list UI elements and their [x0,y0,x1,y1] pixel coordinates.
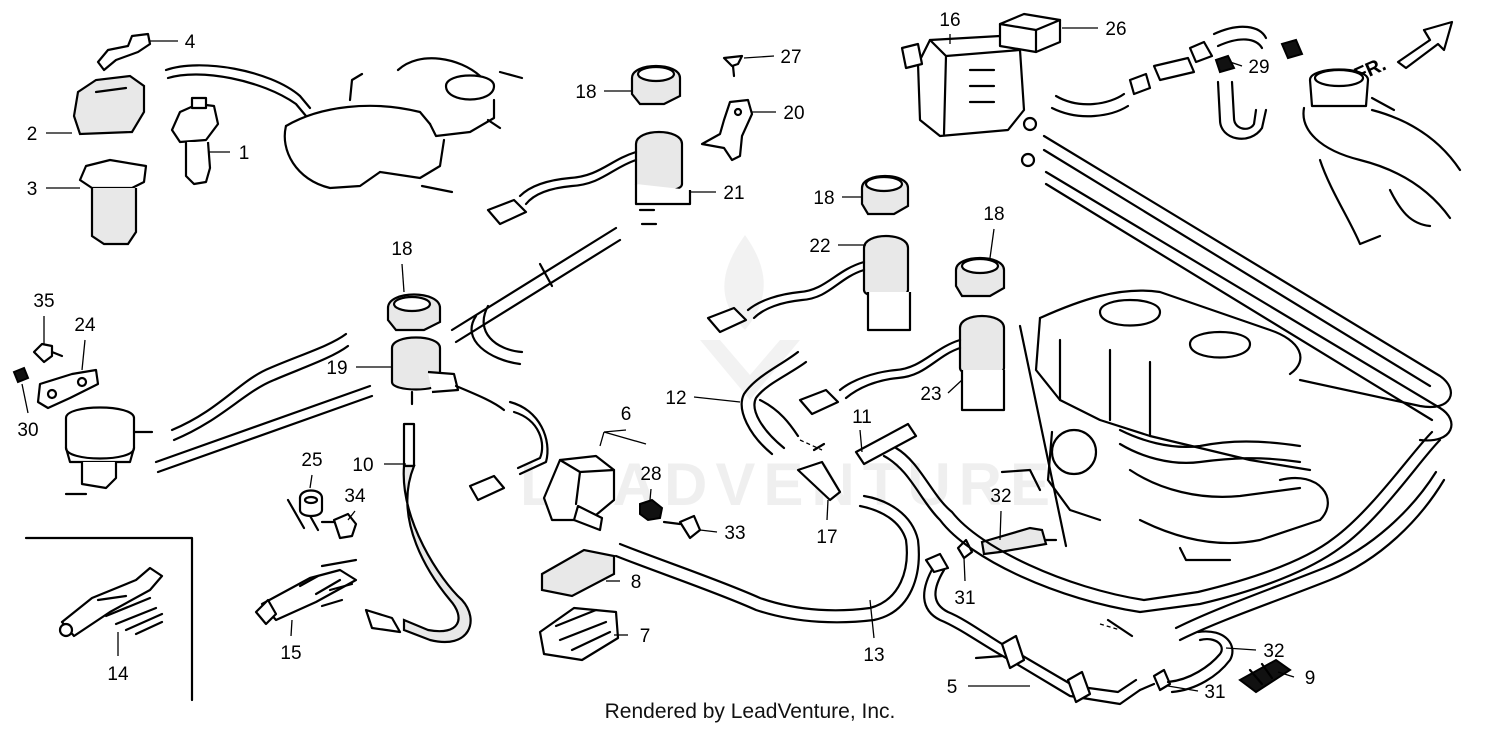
part-32-hose-lower [1106,618,1234,694]
callout-leaders [21,27,1295,692]
callout-c22: 22 [809,236,830,257]
part-28-nut [639,498,664,522]
callout-c10: 10 [352,455,373,476]
part-8-filter [540,548,616,598]
callout-c31b: 31 [1204,682,1225,703]
callout-c9: 9 [1305,668,1316,689]
hose-center-upper [450,226,622,366]
callout-c8: 8 [631,572,642,593]
callout-c12: 12 [665,388,686,409]
callout-c14: 14 [107,664,129,685]
pressure-regulator [64,406,154,496]
part-6-vacuum-tank [542,429,647,532]
hose-left-long [154,332,374,474]
part-25-washer [298,489,324,518]
callout-c18b: 18 [813,188,834,209]
inset-border [24,536,194,702]
hose-upper-right [1050,25,1268,118]
part-9-hose [1238,658,1292,694]
assembly-arrows [799,439,1121,631]
callout-c2: 2 [27,124,38,145]
callout-c28: 28 [640,464,661,485]
intake-chamber [164,57,524,194]
part-35-bolt [32,342,64,364]
callout-c17: 17 [816,527,837,548]
part-18-clamp-c [386,293,442,332]
callout-c19: 19 [326,358,347,379]
hose-loop-lower [882,430,1446,642]
callout-c32a: 32 [990,486,1011,507]
callout-c26: 26 [1105,19,1126,40]
callout-c7: 7 [640,626,651,647]
part-34-bolt [320,512,358,540]
callout-c27: 27 [780,47,801,68]
part-19-valve [390,336,506,412]
callout-c24: 24 [74,315,96,336]
callout-c3: 3 [27,179,38,200]
part-29-hose [1214,38,1304,140]
callout-c31a: 31 [954,588,975,609]
callout-c21: 21 [723,183,744,204]
part-1-sensor [170,96,220,186]
callout-labels: 1234567891011121314151617181818181920212… [17,10,1315,703]
callout-c18d: 18 [983,204,1004,225]
part-3-gasket-housing [78,158,148,246]
part-18-clamp-b [860,175,910,216]
part-22-solenoid [706,235,912,334]
callout-c20: 20 [783,103,804,124]
part-26-block [998,12,1062,54]
part-5-pipe [923,552,1156,706]
part-15-manifold [254,496,358,626]
part-31-clip-lower [1152,668,1172,692]
callout-c23: 23 [920,384,941,405]
part-27-screw [722,54,744,78]
engine-block [1000,289,1329,562]
part-12-hose [740,350,808,456]
callout-c29: 29 [1248,57,1269,78]
part-4-bracket [96,32,152,72]
part-18-clamp-d [954,257,1006,298]
callout-c18c: 18 [391,239,412,260]
part-21-solenoid [486,131,692,226]
part-24-bracket [36,368,100,410]
part-11-joint [854,422,918,466]
part-14-manifold-inset [58,566,164,638]
callout-c34: 34 [344,486,366,507]
callout-c6: 6 [621,404,632,425]
callout-c15: 15 [280,643,301,664]
callout-c30: 30 [17,420,38,441]
part-30-screw [12,366,30,384]
clips-upper [1020,116,1038,168]
callout-c13: 13 [863,645,884,666]
part-18-clamp-a [630,65,682,106]
callout-c18a: 18 [575,82,596,103]
callout-c4: 4 [185,32,196,53]
throttle-body-upper [1302,68,1462,246]
part-2-cover [72,74,146,136]
wire-harness-19 [468,400,549,502]
part-32-hose-upper [980,526,1058,556]
callout-c33: 33 [724,523,745,544]
part-7-filter-case [538,606,620,662]
part-16-control-box [900,34,1026,138]
part-33-bolt [662,514,702,540]
callout-c35: 35 [33,291,54,312]
part-23-solenoid [798,315,1006,416]
callout-c32b: 32 [1263,641,1284,662]
part-13-hose [614,494,920,624]
part-10-hose [364,422,472,643]
callout-c16: 16 [939,10,960,31]
watermark: LEADVENTURE [520,235,1050,518]
long-hoses-right [1042,134,1453,442]
callout-c1: 1 [239,143,250,164]
callout-c5: 5 [947,677,958,698]
footer-credit: Rendered by LeadVenture, Inc. [604,700,896,723]
callout-c25: 25 [301,450,322,471]
callout-c11: 11 [852,407,872,428]
part-20-bracket [700,98,754,162]
part-17-tee [796,442,842,502]
